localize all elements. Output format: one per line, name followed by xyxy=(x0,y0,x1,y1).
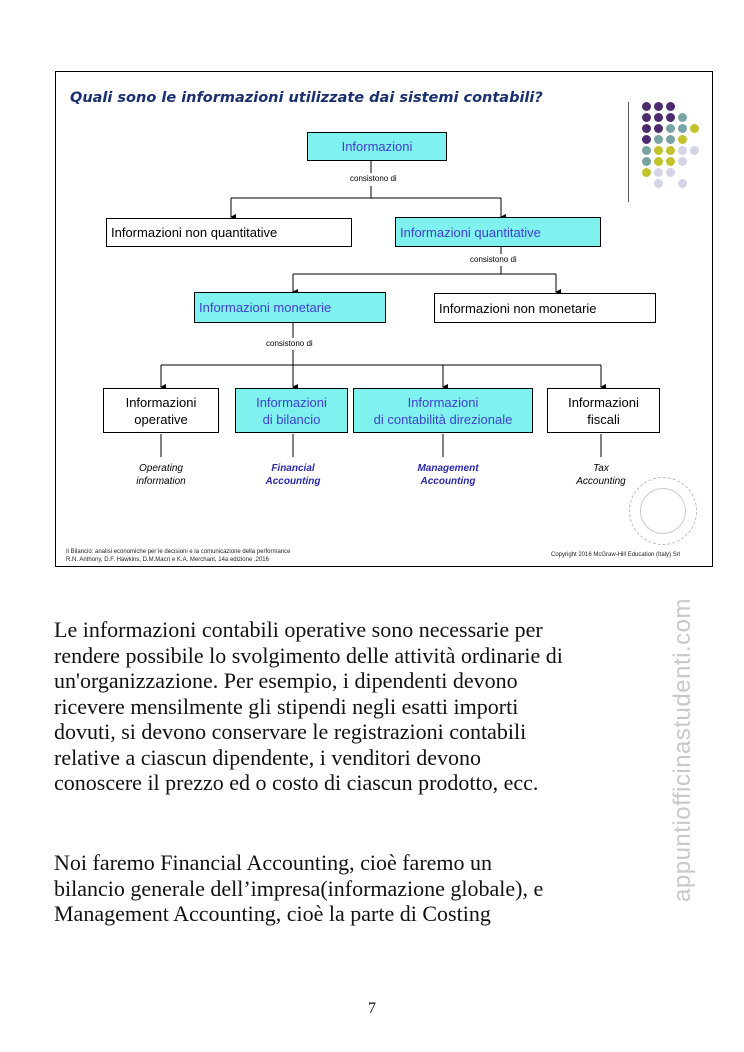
text-line: Management Accounting, cioè la parte di … xyxy=(54,901,491,926)
node-informazioni: Informazioni xyxy=(307,132,447,161)
consistono-label: consistono di xyxy=(470,255,517,264)
page-number: 7 xyxy=(368,1000,376,1017)
node-monetarie: Informazioni monetarie xyxy=(194,292,386,323)
decorative-divider xyxy=(628,102,629,202)
english-line: Accounting xyxy=(420,476,476,487)
english-label-management: Management Accounting xyxy=(393,462,503,488)
consistono-label: consistono di xyxy=(266,339,313,348)
english-line: Tax xyxy=(593,463,609,474)
node-line: fiscali xyxy=(587,411,620,427)
english-label-operating: Operating information xyxy=(106,462,216,488)
english-line: Operating xyxy=(139,463,183,474)
text-line: dovuti, si devono conservare le registra… xyxy=(54,719,527,744)
english-label-tax: Tax Accounting xyxy=(546,462,656,488)
node-non-monetarie: Informazioni non monetarie xyxy=(434,293,656,323)
node-line: di bilancio xyxy=(262,411,321,427)
node-line: operative xyxy=(134,411,188,427)
node-line: di contabilità direzionale xyxy=(373,411,513,427)
watermark-text: appuntiofficinastudenti.com xyxy=(669,598,696,902)
node-line: Informazioni xyxy=(568,394,639,410)
slide-footer-copyright: Copyright 2016 McGraw-Hill Education (It… xyxy=(551,552,681,558)
text-line: ricevere mensilmente gli stipendi negli … xyxy=(54,693,519,719)
english-line: Accounting xyxy=(265,476,321,487)
english-line: Financial xyxy=(271,463,315,474)
node-quantitative: Informazioni quantitative xyxy=(395,217,601,247)
text-line: rendere possibile lo svolgimento delle a… xyxy=(54,642,563,668)
node-fiscali: Informazioni fiscali xyxy=(547,388,660,433)
text-line: conoscere il prezzo ed o costo di ciascu… xyxy=(54,770,539,795)
citation-line: Il Bilancio: analisi economiche per le d… xyxy=(66,549,291,555)
node-bilancio: Informazioni di bilancio xyxy=(235,388,348,433)
text-line: Le informazioni contabili operative sono… xyxy=(54,617,543,642)
watermark: appuntiofficinastudenti.com xyxy=(668,560,698,940)
consistono-label: consistono di xyxy=(350,174,397,183)
paragraph-1: Le informazioni contabili operative sono… xyxy=(54,617,704,796)
text-line: un'organizzazione. Per esempio, i dipend… xyxy=(54,668,518,693)
node-non-quantitative: Informazioni non quantitative xyxy=(106,218,352,247)
english-line: Management xyxy=(417,463,479,474)
text-line: bilancio generale dell’impresa(informazi… xyxy=(54,875,544,901)
node-direzionale: Informazioni di contabilità direzionale xyxy=(353,388,533,433)
decorative-dots xyxy=(642,102,702,192)
text-line: relative a ciascun dipendente, i vendito… xyxy=(54,744,482,770)
diagram-connectors xyxy=(160,161,606,457)
slide-image: Quali sono le informazioni utilizzate da… xyxy=(55,71,713,567)
slide-title: Quali sono le informazioni utilizzate da… xyxy=(70,90,543,106)
english-label-financial: Financial Accounting xyxy=(238,462,348,488)
text-line: Noi faremo Financial Accounting, cioè fa… xyxy=(54,850,493,875)
english-line: information xyxy=(136,476,186,487)
slide-footer-citation: Il Bilancio: analisi economiche per le d… xyxy=(66,548,290,564)
node-line: Informazioni xyxy=(407,394,479,410)
university-seal-icon xyxy=(629,477,697,545)
node-line: Informazioni xyxy=(256,394,327,410)
node-line: Informazioni xyxy=(125,394,197,410)
paragraph-2: Noi faremo Financial Accounting, cioè fa… xyxy=(54,850,704,927)
node-operative: Informazioni operative xyxy=(103,388,219,433)
citation-line: R.N. Anthony, D.F. Hawkins, D.M.Macrì e … xyxy=(66,557,269,563)
english-line: Accounting xyxy=(576,476,626,487)
